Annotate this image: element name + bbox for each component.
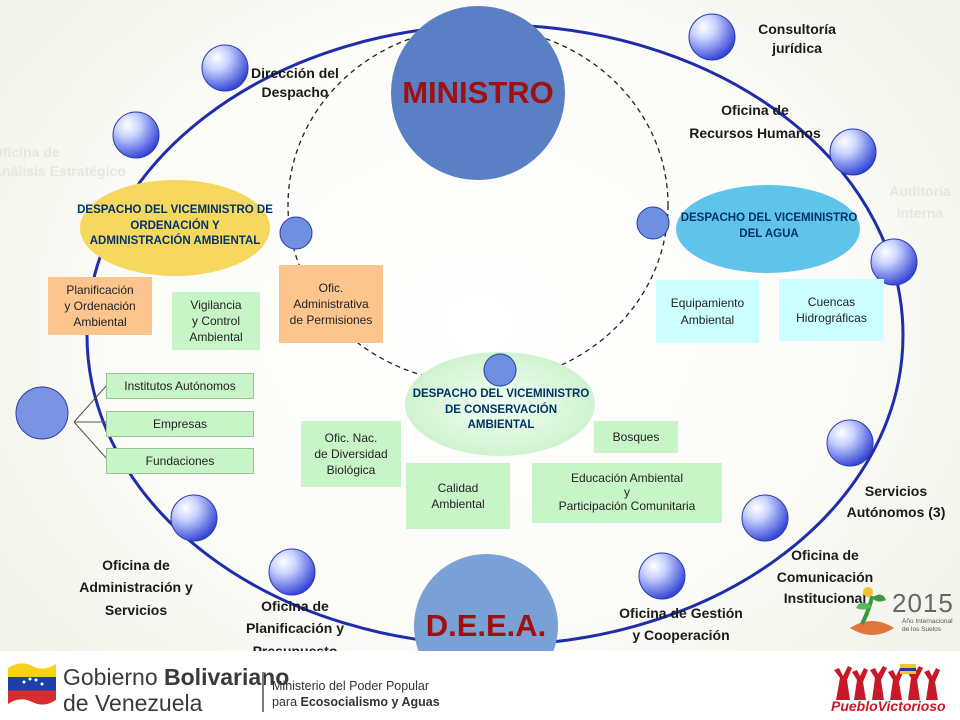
logo-year-caption: Año Internacional de los Suelos xyxy=(902,618,953,633)
node-gestion xyxy=(638,552,686,600)
administracion-label: Oficina de Administración y Servicios xyxy=(79,557,193,618)
empresas-pill: Empresas xyxy=(106,411,254,437)
slogan-pueblo: Pueblo xyxy=(831,698,878,714)
ministro-circle xyxy=(391,6,565,180)
auditoria-label: Auditoría Interna xyxy=(889,183,951,222)
vigilancia-control-box: Vigilancia y Control Ambiental xyxy=(172,292,260,350)
gov-word-gobierno: Gobierno xyxy=(63,664,165,690)
servicios-autonomos-label: Servicios Autónomos (3) xyxy=(846,483,946,520)
educacion-participacion-box: Educación Ambiental y Participación Comu… xyxy=(532,463,722,523)
fundaciones-pill: Fundaciones xyxy=(106,448,254,474)
vice-conservacion-title: DESPACHO DEL VICEMINISTRO DE CONSERVACIÓ… xyxy=(412,388,590,432)
node-vice-conservacion xyxy=(483,353,517,387)
rrhh-label: Oficina de Recursos Humanos xyxy=(689,102,821,142)
node-comunicacion xyxy=(741,494,789,542)
deea-label: D.E.E.A. xyxy=(425,608,547,643)
gov-word-bolivariano: Bolivariano xyxy=(164,664,290,690)
vice-ordenacion-ellipse xyxy=(80,180,270,276)
ring-nodes xyxy=(15,13,918,600)
node-rrhh xyxy=(829,128,877,176)
analisis-label: Oficina de Análisis Estratégico xyxy=(0,144,126,179)
institutos-autonomos-pill: Institutos Autónomos xyxy=(106,373,254,399)
consultoria-label: Consultoría jurídica xyxy=(758,21,836,56)
direccion-label: Dirección del Despacho xyxy=(251,65,339,100)
equipamiento-ambiental-box: Equipamiento Ambiental xyxy=(656,280,759,343)
logo-year: 2015 xyxy=(892,588,954,618)
administrativa-permisiones-box: Ofic. Administrativa de Permisiones xyxy=(279,265,383,343)
footer-divider xyxy=(262,672,264,712)
slogan-victorioso: Victorioso xyxy=(877,698,946,714)
node-auditoria xyxy=(870,238,918,286)
venezuela-flag-icon xyxy=(8,663,56,705)
node-planificacion xyxy=(268,548,316,596)
node-vice-agua xyxy=(636,206,670,240)
diversidad-biologica-box: Ofic. Nac. de Diversidad Biológica xyxy=(301,421,401,487)
bosques-box: Bosques xyxy=(594,421,678,453)
pueblo-victorioso-figures-icon xyxy=(834,664,940,700)
gov-line-1: Gobierno Bolivariano xyxy=(63,664,289,691)
node-direccion xyxy=(201,44,249,92)
soils-year-logo xyxy=(850,587,894,635)
vice-ordenacion-title: DESPACHO DEL VICEMINISTRO DE ORDENACIÓN … xyxy=(77,204,273,248)
node-servicios-autonomos xyxy=(826,419,874,467)
node-entes xyxy=(15,386,69,440)
vice-agua-ellipse xyxy=(676,185,860,273)
ministry-prefix: para xyxy=(272,695,301,709)
node-consultoria xyxy=(688,13,736,61)
ministro-label: MINISTRO xyxy=(402,75,554,110)
vice-conservacion-ellipse xyxy=(405,352,595,456)
vice-agua-title: DESPACHO DEL VICEMINISTRO DEL AGUA xyxy=(680,212,858,240)
ministry-name: Ecosocialismo y Aguas xyxy=(300,695,440,709)
ministry-line-2: para Ecosocialismo y Aguas xyxy=(272,695,440,709)
gov-line-2: de Venezuela xyxy=(63,690,203,716)
node-vice-ordenacion xyxy=(279,216,313,250)
node-analisis xyxy=(112,111,160,159)
pueblo-victorioso-text: PuebloVictorioso xyxy=(831,698,946,714)
entes-connectors xyxy=(73,384,108,460)
planificacion-ordenacion-box: Planificación y Ordenación Ambiental xyxy=(48,277,152,335)
footer-bar xyxy=(0,651,960,720)
ministry-line-1: Ministerio del Poder Popular xyxy=(272,679,430,693)
node-administracion xyxy=(170,494,218,542)
calidad-ambiental-box: Calidad Ambiental xyxy=(406,463,510,529)
cuencas-hidrograficas-box: Cuencas Hidrográficas xyxy=(779,279,884,341)
comunicacion-label: Oficina de Comunicación Institucional xyxy=(776,547,874,607)
